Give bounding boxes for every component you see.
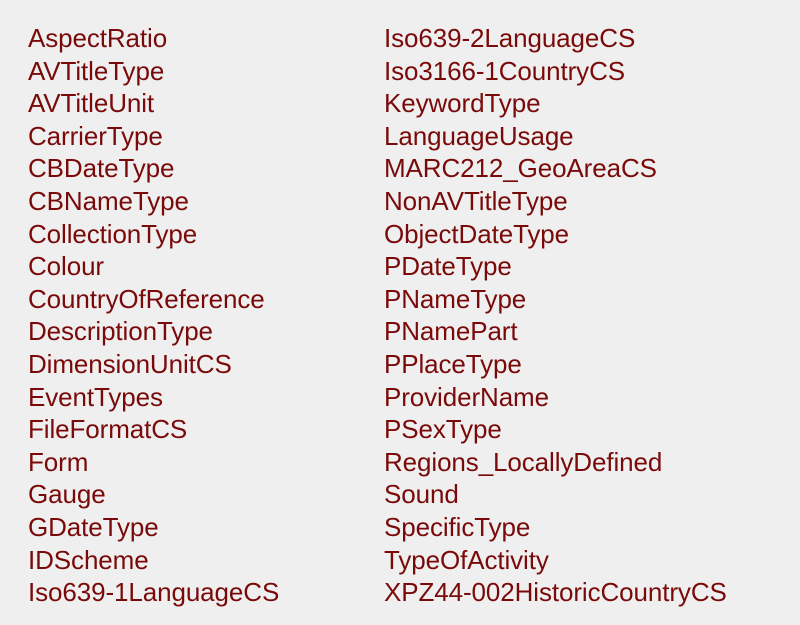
list-item: IDScheme xyxy=(28,544,149,575)
list-item: DimensionUnitCS xyxy=(28,348,232,379)
list-item: DescriptionType xyxy=(28,316,213,347)
list-item: AspectRatio xyxy=(28,23,168,53)
list-item: Colour xyxy=(28,251,104,282)
list-item: XPZ44-002HistoricCountryCS xyxy=(384,577,727,608)
list-item: Iso3166-1CountryCS xyxy=(384,55,625,86)
list-item: Iso639-1LanguageCS xyxy=(28,577,280,608)
list-item: PSexType xyxy=(384,414,502,445)
list-item: PNameType xyxy=(384,283,527,314)
list-item: ObjectDateType xyxy=(384,218,570,249)
list-item: EventTypes xyxy=(28,381,163,412)
list-item: GDateType xyxy=(28,511,159,542)
list-item: Gauge xyxy=(28,479,106,510)
list-item: ProviderName xyxy=(384,381,549,412)
list-item: PPlaceType xyxy=(384,348,522,379)
list-item: LanguageUsage xyxy=(384,120,574,151)
list-item: PDateType xyxy=(384,251,512,282)
list-item: Form xyxy=(28,446,89,477)
list-item: CBDateType xyxy=(28,153,175,184)
list-item: MARC212_GeoAreaCS xyxy=(384,153,657,184)
list-item: CarrierType xyxy=(28,120,163,151)
list-item: KeywordType xyxy=(384,88,541,119)
list-item: CollectionType xyxy=(28,218,198,249)
type-list-right-column: Iso639-2LanguageCS Iso3166-1CountryCS Ke… xyxy=(384,22,727,609)
list-item: SpecificType xyxy=(384,511,531,542)
list-item: CBNameType xyxy=(28,185,189,216)
list-item: AVTitleType xyxy=(28,55,165,86)
list-item: CountryOfReference xyxy=(28,283,265,314)
list-item: AVTitleUnit xyxy=(28,88,155,119)
list-item: TypeOfActivity xyxy=(384,544,549,575)
list-item: Sound xyxy=(384,479,459,510)
list-item: PNamePart xyxy=(384,316,518,347)
list-item: NonAVTitleType xyxy=(384,185,568,216)
type-list-left-column: AspectRatio AVTitleType AVTitleUnit Carr… xyxy=(28,22,279,609)
list-item: Iso639-2LanguageCS xyxy=(384,23,636,53)
list-item: FileFormatCS xyxy=(28,414,188,445)
list-item: Regions_LocallyDefined xyxy=(384,446,663,477)
